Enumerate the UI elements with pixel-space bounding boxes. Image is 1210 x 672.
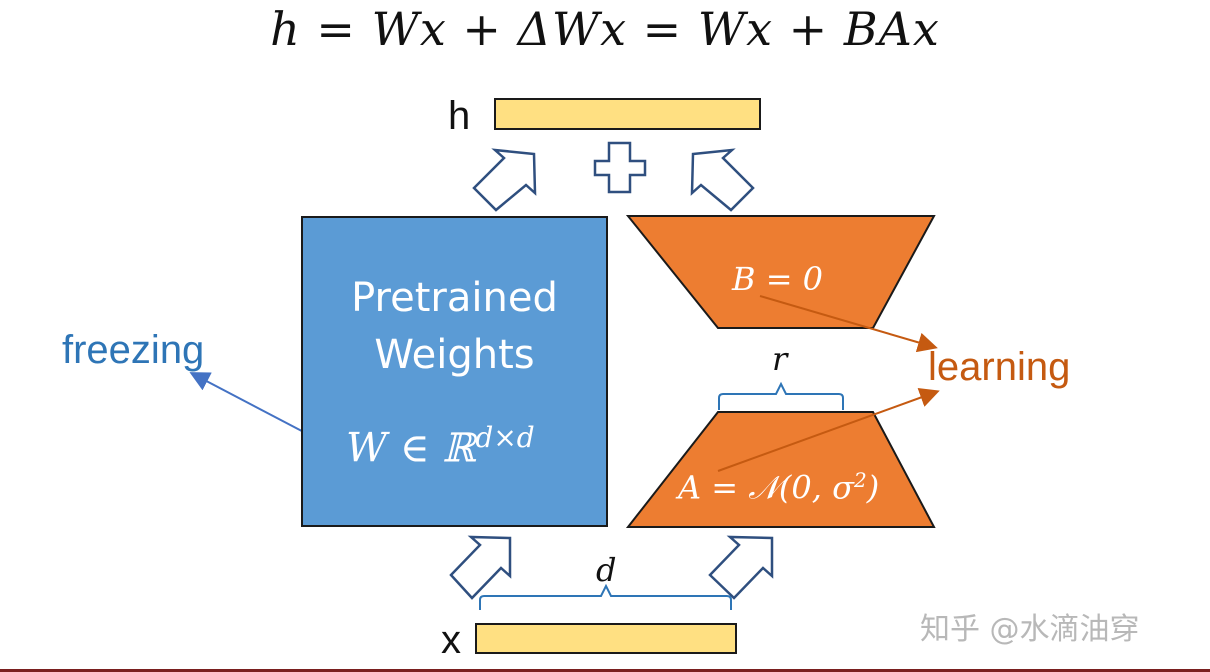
watermark: 知乎 @水滴油穿 xyxy=(920,612,1140,647)
up-left-arrow-icon xyxy=(690,148,755,212)
freezing-label: freezing xyxy=(62,328,205,372)
a-formula-close: ) xyxy=(866,468,880,507)
lora-equation: h = Wx + ΔWx = Wx + BAx xyxy=(270,2,940,56)
up-right-arrow-icon xyxy=(472,148,537,212)
learning-arrow-a xyxy=(717,388,940,472)
h-output-vector xyxy=(494,98,761,130)
w-formula: W ∈ ℝd×d xyxy=(346,421,535,471)
plus-icon xyxy=(593,141,647,194)
pretrained-weights-label: Pretrained Weights xyxy=(303,270,606,384)
b-formula: B = 0 xyxy=(732,260,824,298)
learning-arrow-b xyxy=(759,295,938,353)
learning-label: learning xyxy=(928,345,1071,389)
r-label: r xyxy=(772,340,788,378)
d-brace xyxy=(479,583,732,610)
w-formula-base: W ∈ ℝ xyxy=(346,425,476,472)
h-label: h xyxy=(448,94,471,138)
r-brace xyxy=(718,381,844,410)
a-formula-base: A = 𝒩(0, σ xyxy=(678,468,854,507)
bottom-divider xyxy=(0,669,1210,672)
pretrained-weights-block: Pretrained Weights xyxy=(301,216,608,527)
up-right-arrow-icon xyxy=(708,535,774,600)
a-formula: A = 𝒩(0, σ2) xyxy=(678,468,879,508)
a-matrix-trapezoid xyxy=(625,411,936,528)
pretrained-label-line2: Weights xyxy=(374,332,535,378)
x-label: x xyxy=(441,618,461,662)
d-label: d xyxy=(596,551,617,589)
pretrained-label-line1: Pretrained xyxy=(351,275,558,321)
b-matrix-trapezoid xyxy=(625,215,936,329)
up-right-arrow-icon xyxy=(449,535,512,600)
a-formula-sup: 2 xyxy=(853,468,867,492)
w-formula-sup: d×d xyxy=(475,421,535,454)
x-input-vector xyxy=(475,623,737,654)
